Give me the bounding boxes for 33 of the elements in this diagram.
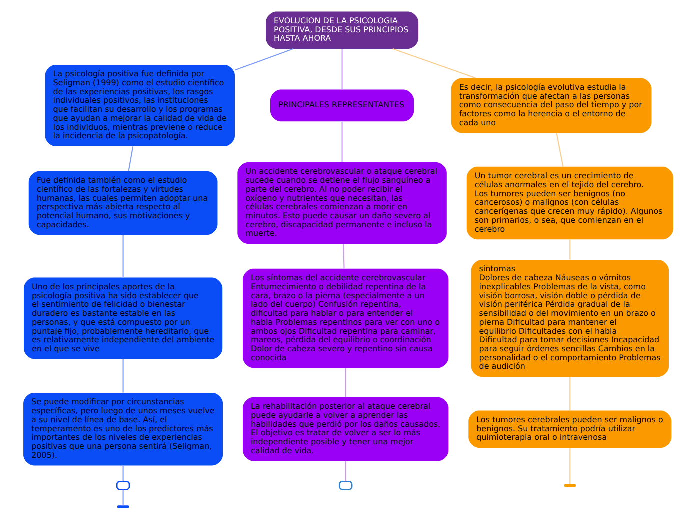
connector (234, 48, 294, 71)
connector (344, 461, 346, 482)
connector (122, 235, 124, 278)
connector (342, 244, 344, 269)
node-box: Se puede modificar por circunstancias específicas, pero luego de unos meses vuelve a su nivel de línea de base. Así, el temperamento es uno de los predictores más importantes de los niveles de experiencias positivas que una persona sentirá (Seligman, 2005). (23, 393, 223, 466)
node-bar (564, 484, 576, 487)
node-box (338, 481, 352, 490)
connector (122, 359, 124, 393)
node-box: Es decir, la psicología evolutiva estudia la transformación que afectan a las personas como consecuencia del paso del tiempo y por factores como la herencia o el entorno de cada uno (450, 78, 652, 134)
node-box: Fue definida también como el estudio científico de las fortalezas y virtudes humanas, las cuales permiten adoptar una perspectiva más abierta respecto al potencial humano, sus motivaciones y capacidades. (28, 171, 218, 236)
node-box: Un accidente cerebrovascular o ataque cerebral sucede cuando se detiene el flujo sanguíneo a parte del cerebro. Al no poder recibir el oxígeno y nutrientes que necesitan, las células cerebrales comienzan a morir en minutos. Esto puede causar un daño severo al cerebro, discapacidad permanente e incluso la muerte. (237, 162, 446, 244)
node-box: Los tumores cerebrales pueden ser malignos o benignos. Su tratamiento podría utilizar quimioterapia oral o intravenosa (468, 410, 672, 448)
node-box: PRINCIPALES REPRESENTANTES (270, 90, 414, 122)
node-box: síntomas Dolores de cabeza Náuseas o vómitos inexplicables Problemas de la vista, como visión borrosa, visión doble o pérdida de visión periférica Pérdida gradual de la sensibilidad o del movimiento en un brazo o pierna Dificultad para mantener el equilibrio Dificultades con el habla Dificultad para tomar decisiones Incapacidad para seguir órdenes sencillas Cambios en la personalidad o el comportamiento Problemas de audición (470, 260, 669, 378)
node-box: EVOLUCION DE LA PSICOLOGIA POSITIVA, DESDE SUS PRINCIPIOS HASTA AHORA (266, 12, 418, 49)
node-box: Un tumor cerebral es un crecimiento de células anormales en el tejido del cerebro. Los tumores pueden ser benignos (no cancerosos) o malignos (con células cancerígenas que crecen muy rápido). Algunos son primarios, o sea, que comienzan en el cerebro (466, 166, 673, 240)
node-box: Los síntomas del accidente cerebrovascular Entumecimiento o debilidad repentina de la cara, brazo o la pierna (especialmente a un lado del cuerpo) Confusión repentina, dificultad para hablar o para entender el habla Problemas repentinos para ver con uno o ambos ojos Dificultad repentina para caminar, mareos, pérdida del equilibrio o coordinación Dolor de cabeza severo y repentino sin causa conocida (242, 268, 448, 368)
node-bar (117, 506, 129, 508)
connector (341, 49, 342, 90)
node-box: La psicología positiva fue definida por Seligman (1999) como el estudio científico de las experiencias positivas, los rasgos individuales positivos, las instituciones que facilitan su desarrollo y los programas que ayudan a mejorar la calidad de vida de los individuos, mientras previene o reduce la incidencia de la psicopatología. (44, 64, 234, 146)
node-box: La rehabilitación posterior al ataque cerebral puede ayudarle a volver a aprender las habilidades que perdió por los daños causados. El objetivo es tratar de volver a ser lo más independiente posible y tener una mejor calidad de vida. (242, 397, 448, 462)
connector (569, 240, 570, 260)
connector (341, 122, 342, 162)
connector (392, 48, 476, 79)
connector (569, 377, 570, 411)
connector (344, 368, 346, 398)
connector (556, 133, 564, 167)
connector (569, 448, 570, 484)
connector (122, 466, 124, 482)
node-box (116, 481, 130, 490)
node-box: Uno de los principales aportes de la psicología positiva ha sido establecer que el sentimiento de felicidad o bienestar duradero es bastante estable en las personas, y que está compuesto por un puntaje fijo, probablemente hereditario, que es relativamente independiente del ambiente en el que se vive (24, 278, 222, 360)
connector (128, 146, 134, 172)
connector (122, 490, 124, 506)
